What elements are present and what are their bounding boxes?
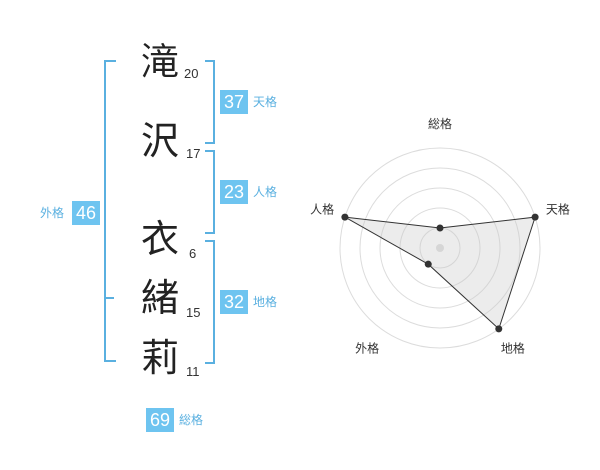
- radar-point-2: [495, 325, 503, 333]
- radar-axis-label-4: 人格: [310, 202, 334, 217]
- radar-series-polygon: [344, 216, 536, 330]
- radar-point-3: [424, 260, 432, 268]
- stroke-count-5: 11: [186, 364, 200, 379]
- stroke-count-2: 17: [186, 146, 201, 161]
- tenkaku-value: 37: [220, 90, 248, 114]
- radar-axis-label-1: 天格: [546, 202, 570, 217]
- tenkaku-label: 天格: [253, 95, 278, 109]
- gaikaku-bracket: [104, 60, 116, 362]
- jinkaku-value: 23: [220, 180, 248, 204]
- radar-ring-3: [379, 187, 501, 309]
- soukaku-label: 総格: [179, 413, 204, 427]
- radar-center: [436, 244, 444, 252]
- chikaku-label: 地格: [253, 295, 278, 309]
- radar-point-0: [436, 224, 444, 232]
- gaikaku-bracket-tick: [104, 297, 114, 299]
- name-char-2: 沢: [141, 119, 180, 163]
- name-char-4: 緒: [141, 276, 180, 320]
- tenkaku-bracket: [205, 60, 215, 144]
- radar-axis-label-0: 総格: [428, 116, 452, 131]
- radar-points: [341, 213, 539, 333]
- radar-point-1: [531, 213, 539, 221]
- name-char-3: 衣: [141, 217, 180, 261]
- stroke-count-3: 6: [189, 246, 197, 261]
- stroke-count-1: 20: [184, 66, 199, 81]
- radar-axis-label-2: 地格: [501, 340, 525, 355]
- jinkaku-label: 人格: [253, 185, 278, 199]
- stroke-count-4: 15: [186, 305, 201, 320]
- radar-polygon: [344, 216, 536, 330]
- name-char-1: 滝: [141, 40, 180, 84]
- radar-axis-label-3: 外格: [355, 340, 379, 355]
- radar-ring-4: [359, 167, 521, 329]
- gaikaku-value: 46: [72, 201, 100, 225]
- radar-ring-5: [339, 147, 541, 349]
- jinkaku-bracket: [205, 150, 215, 234]
- radar-point-4: [341, 213, 349, 221]
- chikaku-bracket: [205, 240, 215, 364]
- name-char-5: 莉: [141, 336, 180, 380]
- gaikaku-label: 外格: [40, 206, 65, 220]
- soukaku-value: 69: [146, 408, 174, 432]
- chikaku-value: 32: [220, 290, 248, 314]
